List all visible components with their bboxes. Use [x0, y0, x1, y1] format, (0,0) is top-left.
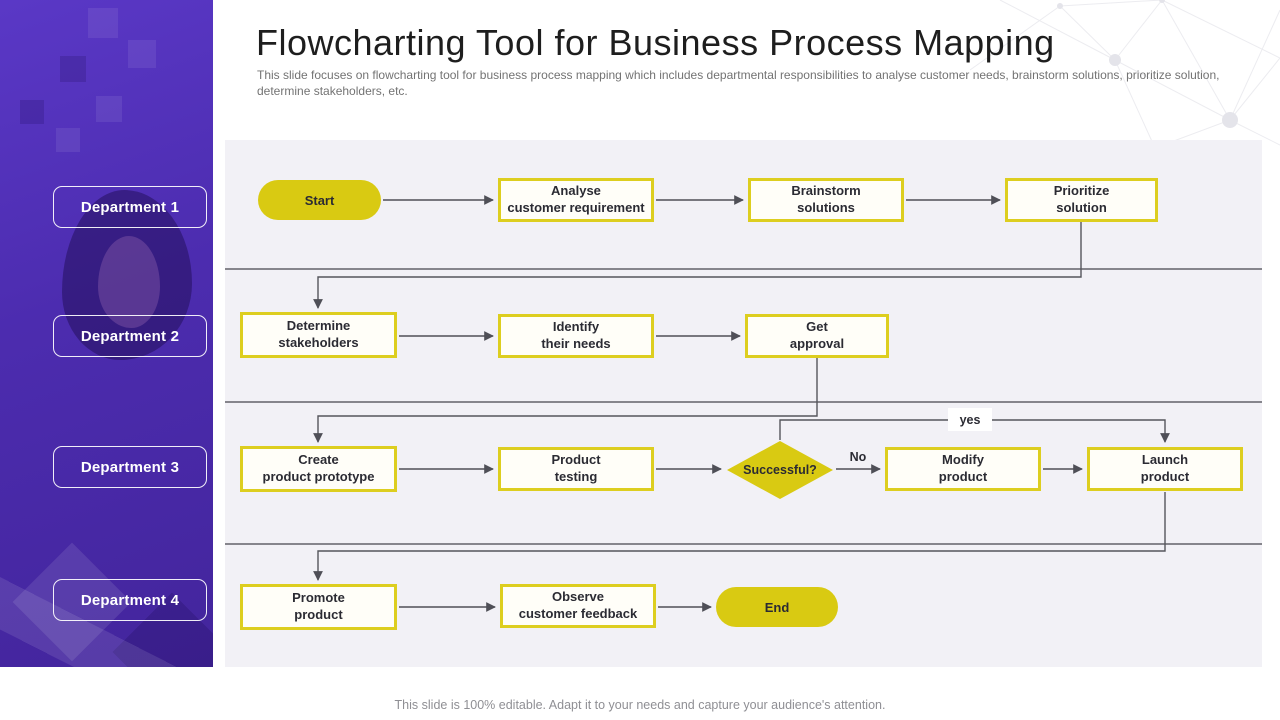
flow-node-successful-decision[interactable]: Successful?	[743, 463, 817, 477]
flow-node-prioritize-solution[interactable]: Prioritize solution	[1005, 178, 1158, 222]
flow-node-launch-product[interactable]: Launch product	[1087, 447, 1243, 491]
sidebar: Department 1 Department 2 Department 3 D…	[0, 0, 213, 667]
decor-square	[20, 100, 44, 124]
flow-node-get-approval[interactable]: Get approval	[745, 314, 889, 358]
flow-node-brainstorm-solutions[interactable]: Brainstorm solutions	[748, 178, 904, 222]
decor-square	[56, 128, 80, 152]
page-title: Flowcharting Tool for Business Process M…	[256, 22, 1055, 63]
flow-node-modify-product[interactable]: Modify product	[885, 447, 1041, 491]
department-4-label[interactable]: Department 4	[53, 579, 207, 621]
person-photo	[62, 190, 192, 360]
department-2-label[interactable]: Department 2	[53, 315, 207, 357]
department-3-label[interactable]: Department 3	[53, 446, 207, 488]
flow-node-promote-product[interactable]: Promote product	[240, 584, 397, 630]
page-subtitle: This slide focuses on flowcharting tool …	[257, 68, 1220, 99]
decor-square	[88, 8, 118, 38]
flow-node-product-testing[interactable]: Product testing	[498, 447, 654, 491]
flow-node-analyse-customer-requirement[interactable]: Analyse customer requirement	[498, 178, 654, 222]
person-photo	[98, 236, 160, 328]
flow-node-determine-stakeholders[interactable]: Determine stakeholders	[240, 312, 397, 358]
decision-diamond-shape	[727, 441, 833, 499]
flow-node-end[interactable]: End	[716, 587, 838, 627]
flow-node-identify-their-needs[interactable]: Identify their needs	[498, 314, 654, 358]
edge-label-yes: yes	[948, 408, 992, 431]
decor-square	[60, 56, 86, 82]
flow-node-observe-customer-feedback[interactable]: Observe customer feedback	[500, 584, 656, 628]
decor-square	[96, 96, 122, 122]
flow-node-create-product-prototype[interactable]: Create product prototype	[240, 446, 397, 492]
editable-note: This slide is 100% editable. Adapt it to…	[394, 698, 886, 712]
flowchart-canvas: Start Analyse customer requirement Brain…	[225, 140, 1262, 667]
decor-square	[128, 40, 156, 68]
edge-label-no: No	[849, 450, 867, 464]
lane-dividers	[225, 268, 1262, 545]
department-1-label[interactable]: Department 1	[53, 186, 207, 228]
flow-node-start[interactable]: Start	[258, 180, 381, 220]
